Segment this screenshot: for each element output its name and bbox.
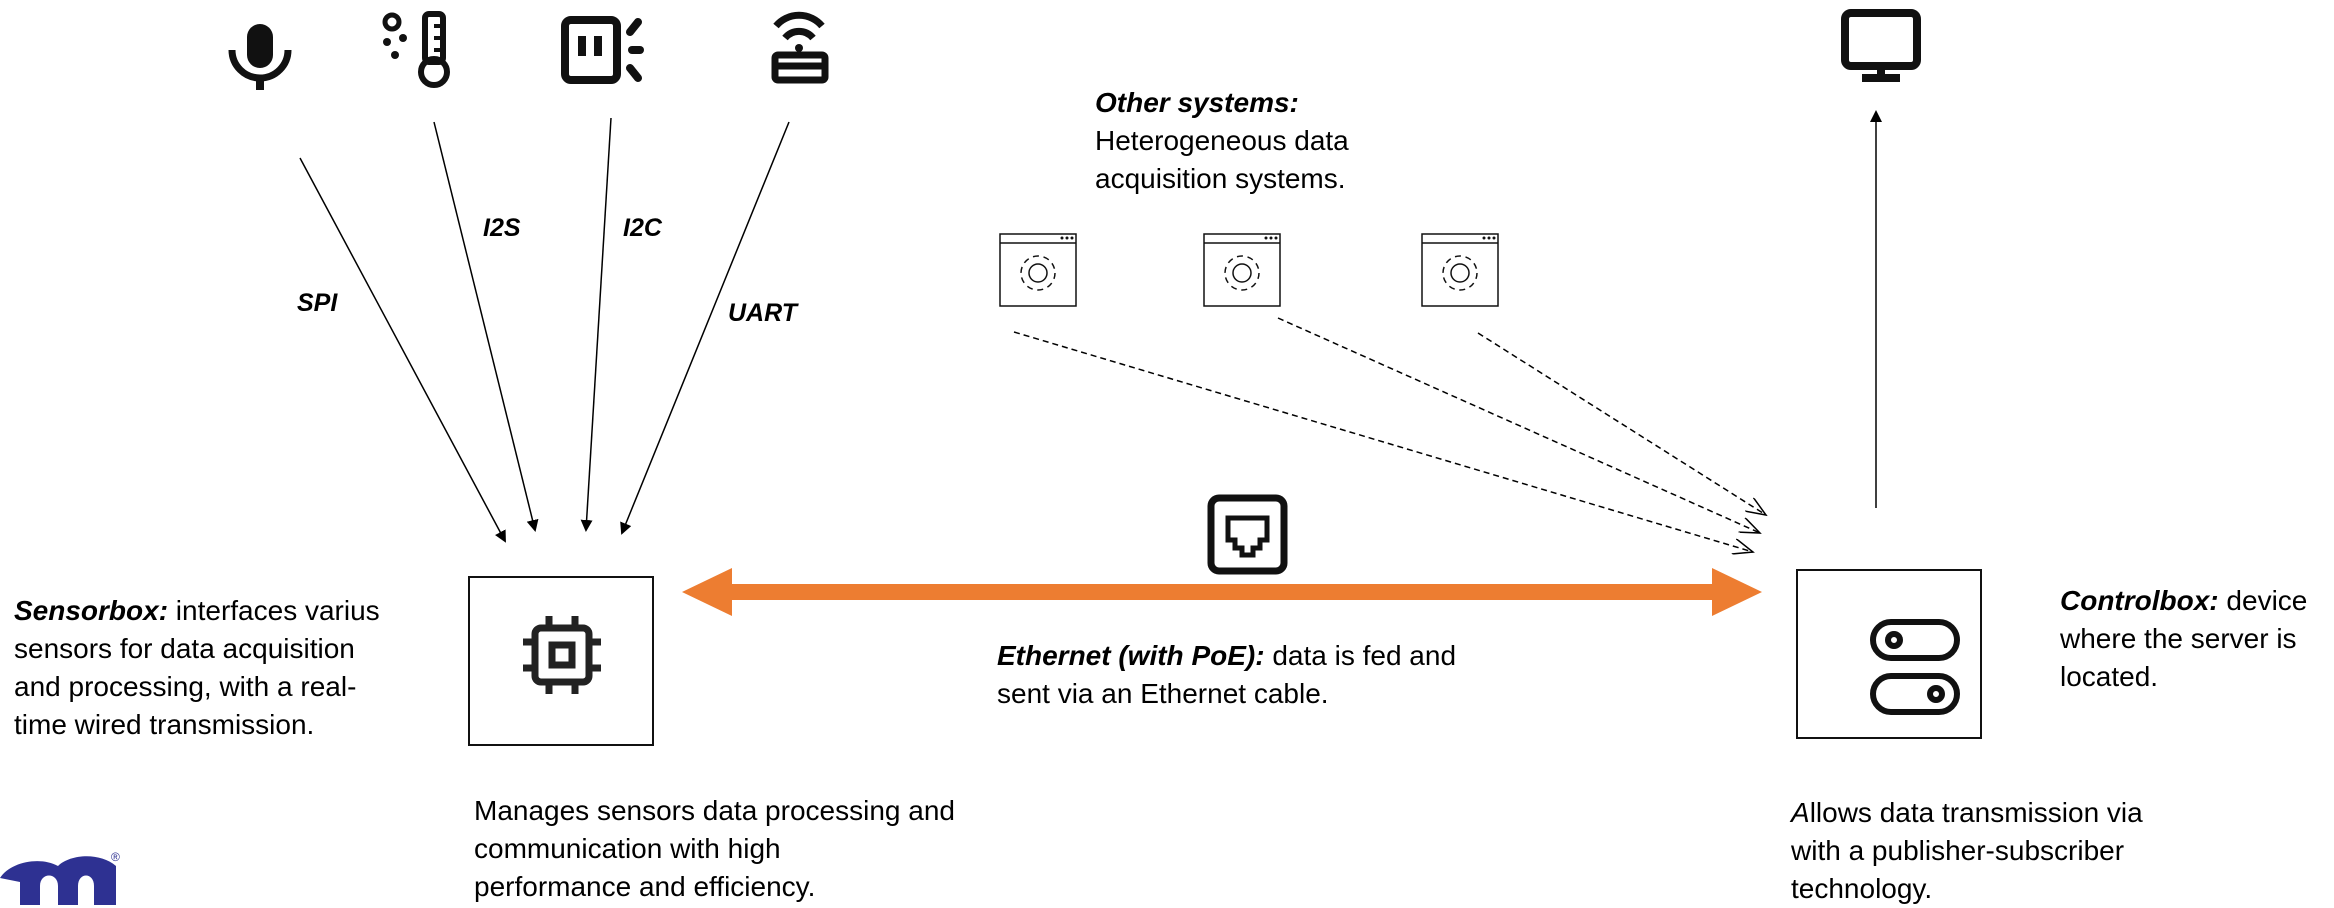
settings-window-icon	[999, 233, 1077, 307]
controlbox-line: located.	[2060, 661, 2159, 692]
i2c-arrow	[580, 117, 612, 532]
logo	[0, 856, 116, 905]
controlbox-caption: Allows data transmission via with a publ…	[1791, 794, 2143, 908]
other-system-arrow	[1477, 332, 1766, 515]
sensorbox-line: interfaces varius	[168, 595, 380, 626]
sensorbox-caption: Manages sensors data processing and comm…	[474, 792, 955, 906]
controlbox-caption-initial: A	[1791, 797, 1810, 828]
sensor-device-icon	[561, 16, 644, 84]
settings-window-icon	[1203, 233, 1281, 307]
thermometer-icon	[382, 11, 450, 88]
logo-registered-mark: ®	[111, 850, 120, 864]
controlbox-line: device	[2218, 585, 2308, 616]
other-systems-line: Heterogeneous data	[1095, 125, 1349, 156]
other-system-arrow	[1013, 331, 1753, 552]
sensorbox-title: Sensorbox:	[14, 595, 169, 626]
ethernet-line: sent via an Ethernet cable.	[997, 678, 1329, 709]
spi-arrow	[299, 157, 506, 543]
settings-window-icon	[1421, 233, 1499, 307]
i2s-arrow	[433, 121, 539, 532]
sensorbox-caption-line: performance and efficiency.	[474, 871, 816, 902]
other-systems-line: acquisition systems.	[1095, 163, 1346, 194]
controlbox-line: where the server is	[2060, 623, 2297, 654]
ethernet-connection-arrow	[682, 568, 1762, 616]
sensorbox-caption-line: communication with high	[474, 833, 781, 864]
wireless-router-icon	[771, 11, 829, 84]
controlbox-caption-line: llows data transmission via	[1809, 797, 2143, 828]
controlbox-description: Controlbox: device where the server is l…	[2060, 582, 2307, 696]
sensorbox-device	[468, 576, 654, 746]
ethernet-port-icon	[1207, 494, 1288, 575]
sensorbox-caption-line: Manages sensors data processing and	[474, 795, 955, 826]
protocol-label-uart: UART	[728, 299, 797, 327]
uart-arrow	[620, 121, 790, 535]
ethernet-title: Ethernet (with PoE):	[997, 640, 1265, 671]
sensorbox-line: time wired transmission.	[14, 709, 315, 740]
protocol-label-spi: SPI	[297, 289, 338, 317]
sensorbox-line: and processing, with a real-	[14, 671, 357, 702]
ethernet-line: data is fed and	[1264, 640, 1457, 671]
other-systems-description: Other systems: Heterogeneous data acquis…	[1095, 84, 1349, 198]
controlbox-caption-line: with a publisher-subscriber	[1791, 835, 2125, 866]
protocol-label-i2s: I2S	[483, 214, 521, 242]
other-system-arrow	[1277, 317, 1760, 533]
controlbox-title: Controlbox:	[2060, 585, 2219, 616]
controlbox-caption-line: technology.	[1791, 873, 1933, 904]
sensorbox-line: sensors for data acquisition	[14, 633, 355, 664]
microphone-icon	[228, 24, 292, 90]
sensorbox-description: Sensorbox: interfaces varius sensors for…	[14, 592, 380, 744]
monitor-icon	[1841, 9, 1921, 82]
other-systems-title: Other systems:	[1095, 87, 1299, 118]
ethernet-description: Ethernet (with PoE): data is fed and sen…	[997, 637, 1456, 713]
controlbox-device	[1796, 569, 1982, 739]
protocol-label-i2c: I2C	[623, 214, 662, 242]
